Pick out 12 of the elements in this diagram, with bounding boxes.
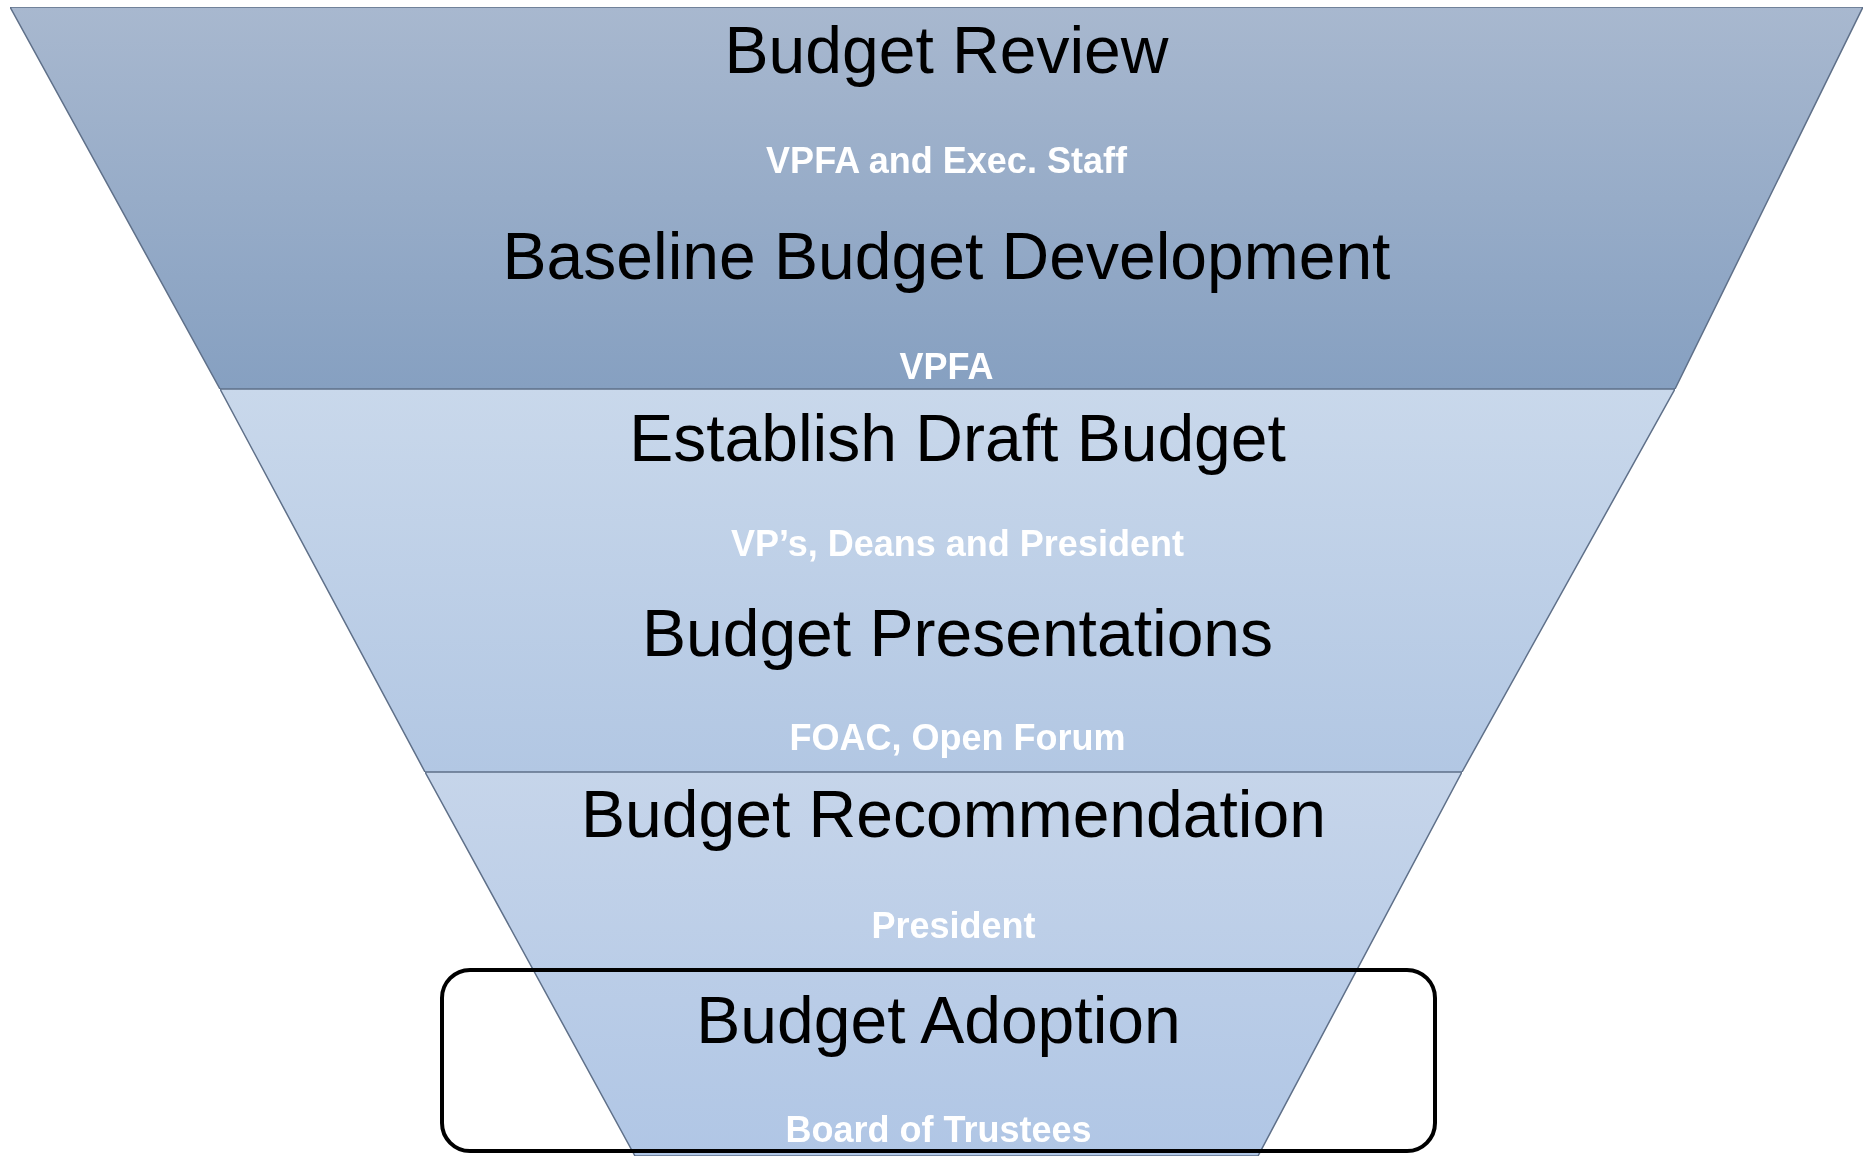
stage-role: President [870, 904, 1037, 948]
stage-title: Budget Presentations [640, 595, 1275, 672]
stage-role: Board of Trustees [784, 1108, 1093, 1152]
stage-role: FOAC, Open Forum [788, 716, 1127, 760]
stage-title: Budget Recommendation [580, 776, 1327, 853]
stage-role: VP’s, Deans and President [730, 522, 1185, 566]
stage-role: VPFA and Exec. Staff [765, 139, 1128, 183]
stage-role: VPFA [898, 345, 995, 389]
stage-title: Baseline Budget Development [501, 218, 1392, 295]
stage-title: Budget Review [723, 12, 1170, 89]
stage-title: Budget Adoption [695, 982, 1182, 1059]
stage-title: Establish Draft Budget [628, 400, 1287, 477]
